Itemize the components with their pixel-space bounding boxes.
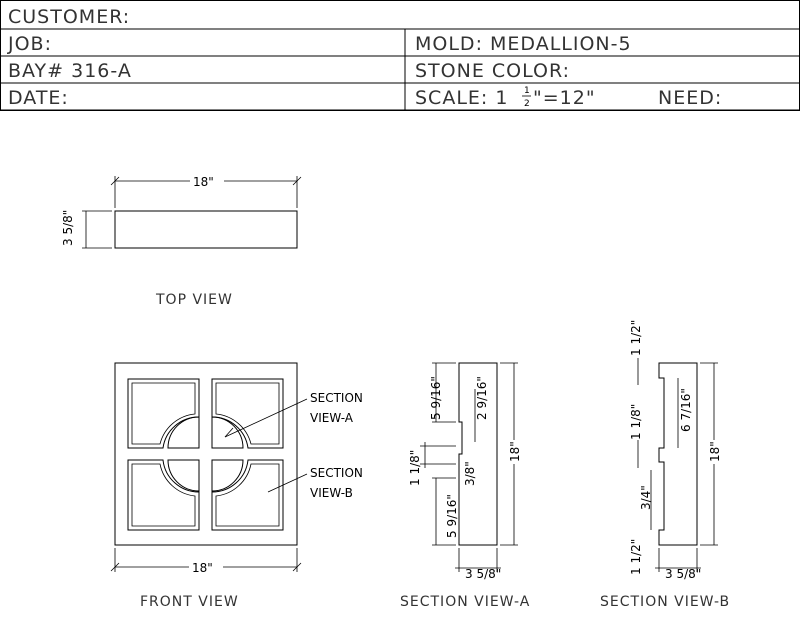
sec-b-upper-dim: 6 7/16"	[679, 388, 693, 432]
top-width-dim: 18"	[193, 175, 214, 189]
sec-b-thick-dim: 3 5/8"	[665, 567, 701, 581]
stone-color-field: STONE COLOR:	[415, 60, 570, 82]
sec-b-bottom-dim: 1 1/2"	[629, 539, 643, 575]
front-panel-tl	[127, 378, 200, 449]
front-panel-br	[211, 459, 284, 531]
front-view: 18" SECTION VIEW-A SECTION VIEW-B FRONT …	[110, 362, 363, 610]
callout-section-a-line1: SECTION	[310, 391, 363, 405]
need-field: NEED:	[658, 87, 722, 109]
front-width-dim: 18"	[192, 561, 213, 575]
callout-section-a-line2: VIEW-A	[310, 411, 354, 425]
top-view: 18" 3 5/8" TOP VIEW	[61, 172, 302, 308]
callout-section-b-line2: VIEW-B	[310, 486, 353, 500]
section-view-b-label: SECTION VIEW-B	[600, 594, 730, 610]
bay-field: BAY# 316-A	[8, 60, 132, 82]
top-view-outline	[114, 210, 298, 249]
sec-b-mid-dim: 1 1/8"	[629, 404, 643, 440]
scale-fraction-den: 2	[524, 99, 530, 109]
callout-section-b-line1: SECTION	[310, 466, 363, 480]
front-inner-tr	[211, 416, 244, 449]
mold-field: MOLD: MEDALLION-5	[415, 33, 632, 55]
sec-a-thick-dim: 3 5/8"	[465, 567, 501, 581]
section-view-a: 18" 5 9/16" 2 9/16" 1 1/8" 3/8" 5 9/16" …	[400, 362, 530, 610]
front-inner-tl	[167, 416, 200, 449]
customer-field: CUSTOMER:	[8, 6, 130, 28]
date-field: DATE:	[8, 87, 69, 109]
sec-b-top-dim: 1 1/2"	[629, 320, 643, 356]
section-a-profile	[458, 362, 498, 546]
front-inner-br	[211, 459, 244, 492]
front-view-outline	[114, 362, 298, 546]
sec-a-depth-dim: 3/8"	[463, 461, 477, 486]
section-view-a-label: SECTION VIEW-A	[400, 594, 530, 610]
top-thickness-dim: 3 5/8"	[61, 210, 75, 246]
sec-a-height-dim: 18"	[508, 441, 522, 462]
title-block: CUSTOMER: JOB: MOLD: MEDALLION-5 BAY# 31…	[0, 0, 800, 111]
front-panel-tr	[211, 378, 284, 449]
front-inner-bl	[167, 459, 200, 492]
front-view-label: FRONT VIEW	[140, 594, 239, 610]
sec-a-top-dim: 5 9/16"	[429, 376, 443, 420]
section-view-b: 18" 1 1/2" 6 7/16" 1 1/8" 3/4" 1 1/2" 3 …	[600, 320, 730, 610]
scale-field: SCALE: 1 1 2 "=12"	[415, 86, 596, 109]
sec-a-mid-dim: 1 1/8"	[408, 450, 422, 486]
front-panel-bl	[127, 459, 200, 531]
section-b-profile	[658, 362, 698, 546]
top-view-label: TOP VIEW	[155, 292, 233, 308]
scale-fraction-num: 1	[524, 86, 530, 96]
job-field: JOB:	[7, 33, 52, 55]
sec-b-height-dim: 18"	[708, 441, 722, 462]
scale-prefix: SCALE: 1	[415, 87, 508, 109]
sec-b-lower-dim: 3/4"	[639, 485, 653, 510]
scale-suffix: "=12"	[533, 87, 596, 109]
sec-a-groove-dim: 2 9/16"	[475, 376, 489, 420]
sec-a-bottom-dim: 5 9/16"	[445, 494, 459, 538]
